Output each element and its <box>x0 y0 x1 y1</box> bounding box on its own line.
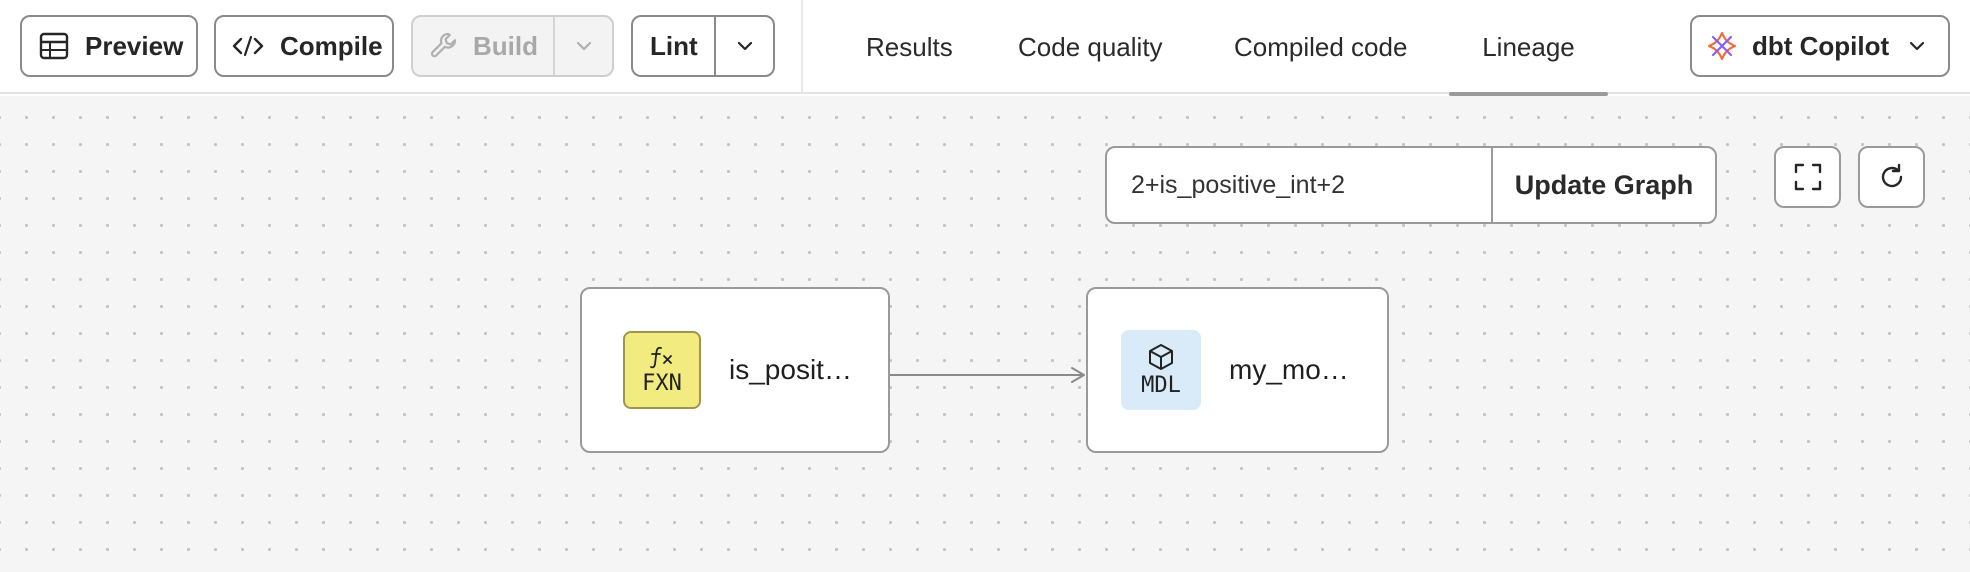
lint-split-divider <box>714 17 716 75</box>
compile-button[interactable]: Compile <box>214 15 394 77</box>
code-icon <box>232 34 264 58</box>
table-icon <box>39 32 69 60</box>
tab-compiled-code-label: Compiled code <box>1234 31 1408 62</box>
refresh-icon <box>1877 162 1907 192</box>
function-icon <box>649 345 675 369</box>
tab-code-quality[interactable]: Code quality <box>1018 0 1163 94</box>
copilot-label: dbt Copilot <box>1752 30 1890 61</box>
model-badge: MDL <box>1121 330 1201 410</box>
toolbar-divider <box>801 0 803 94</box>
graph-selector: Update Graph <box>1105 146 1717 224</box>
build-button[interactable]: Build <box>411 15 614 77</box>
compile-label: Compile <box>280 30 383 61</box>
chevron-down-icon[interactable] <box>716 17 773 75</box>
model-node-label: my_mo… <box>1229 354 1349 385</box>
function-badge: FXN <box>623 331 701 409</box>
tab-compiled-code[interactable]: Compiled code <box>1234 0 1407 94</box>
tab-results[interactable]: Results <box>866 0 953 94</box>
editor-toolbar: Preview Compile Build Lint <box>0 0 1970 96</box>
lineage-canvas[interactable] <box>0 96 1970 572</box>
copilot-logo-icon <box>1706 30 1738 62</box>
wrench-icon <box>429 31 459 61</box>
tab-lineage-label: Lineage <box>1482 31 1575 62</box>
lint-button[interactable]: Lint <box>631 15 775 77</box>
function-badge-text: FXN <box>642 370 682 396</box>
fullscreen-button[interactable] <box>1774 146 1841 208</box>
preview-button[interactable]: Preview <box>20 15 198 77</box>
function-node-label: is_posit… <box>729 354 852 385</box>
tab-lineage[interactable]: Lineage <box>1449 0 1608 96</box>
copilot-button[interactable]: dbt Copilot <box>1690 15 1950 77</box>
chevron-down-icon <box>1909 41 1925 51</box>
build-split-divider <box>553 17 555 75</box>
refresh-button[interactable] <box>1858 146 1925 208</box>
lineage-node-model[interactable]: MDL my_mo… <box>1086 287 1389 453</box>
tab-code-quality-label: Code quality <box>1018 31 1163 62</box>
lint-label: Lint <box>650 30 698 61</box>
tab-results-label: Results <box>866 31 953 62</box>
model-badge-text: MDL <box>1141 372 1181 398</box>
preview-label: Preview <box>85 30 184 61</box>
chevron-down-icon[interactable] <box>555 17 612 75</box>
fullscreen-icon <box>1794 163 1822 191</box>
update-graph-button[interactable]: Update Graph <box>1491 148 1715 222</box>
active-tab-indicator <box>1449 92 1608 96</box>
selector-input[interactable] <box>1107 148 1491 222</box>
update-graph-label: Update Graph <box>1514 169 1694 200</box>
build-label: Build <box>473 30 538 61</box>
lineage-node-function[interactable]: FXN is_posit… <box>580 287 890 453</box>
cube-icon <box>1147 343 1175 371</box>
